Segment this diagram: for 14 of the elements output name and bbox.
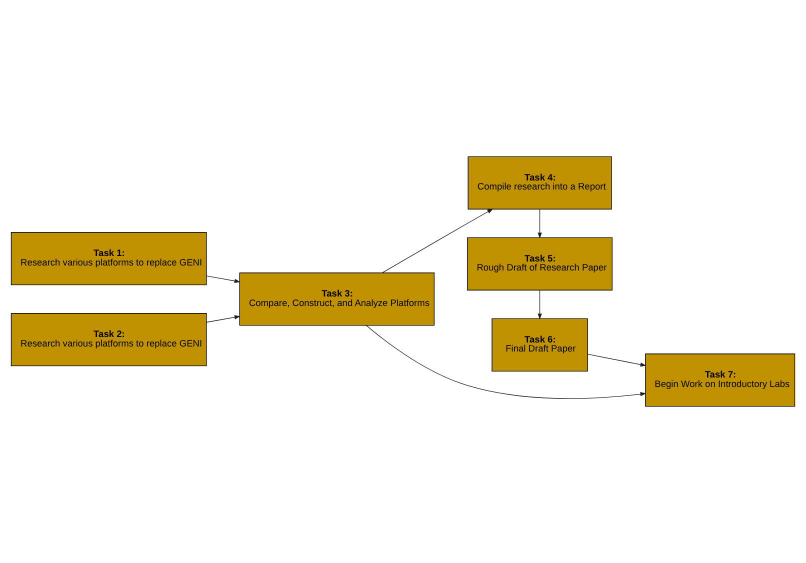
arrow (538, 290, 542, 320)
arrow (538, 208, 542, 239)
arrow (382, 208, 494, 274)
arrow (366, 325, 646, 399)
arrow (206, 315, 240, 323)
node-box: Task 3: Compare, Construct, and Analyze Platforms (239, 272, 435, 326)
arrow (587, 354, 646, 367)
node-box: Task 4: Compile research into a Report (468, 156, 612, 210)
node-box: Task 1: Research various platforms to replace GENI (10, 232, 207, 286)
node-box: Task 2: Research various platforms to replace GENI (10, 313, 207, 366)
arrow (206, 276, 240, 283)
node-box: Task 5: Rough Draft of Research Paper (467, 237, 613, 290)
node-box: Task 7: Begin Work on Introductory Labs (645, 354, 796, 407)
node-box: Task 6: Final Draft Paper (492, 318, 588, 372)
